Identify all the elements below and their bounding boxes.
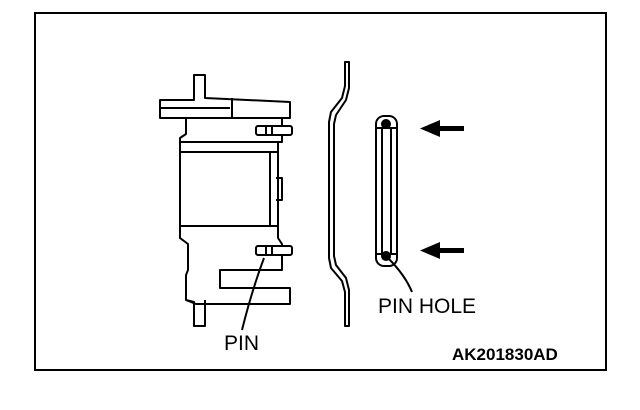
pin-hole-label: PIN HOLE bbox=[378, 295, 477, 318]
leader-lines bbox=[241, 257, 413, 331]
pin-hole-leader-line bbox=[387, 257, 413, 293]
pin-leader-line bbox=[241, 257, 265, 331]
arrow-lower-icon bbox=[420, 242, 464, 259]
arrow-upper-icon bbox=[420, 120, 464, 137]
figure-code: AK201830AD bbox=[452, 345, 558, 364]
figure-frame bbox=[34, 12, 607, 371]
arrows bbox=[420, 120, 464, 259]
pin-lower bbox=[255, 245, 293, 256]
pin-hole-upper bbox=[381, 119, 391, 129]
shim-plate bbox=[328, 61, 350, 327]
brake-pad bbox=[375, 115, 398, 267]
pin-label: PIN bbox=[224, 332, 260, 355]
caliper-bracket bbox=[159, 74, 291, 327]
pin-upper bbox=[255, 125, 293, 136]
